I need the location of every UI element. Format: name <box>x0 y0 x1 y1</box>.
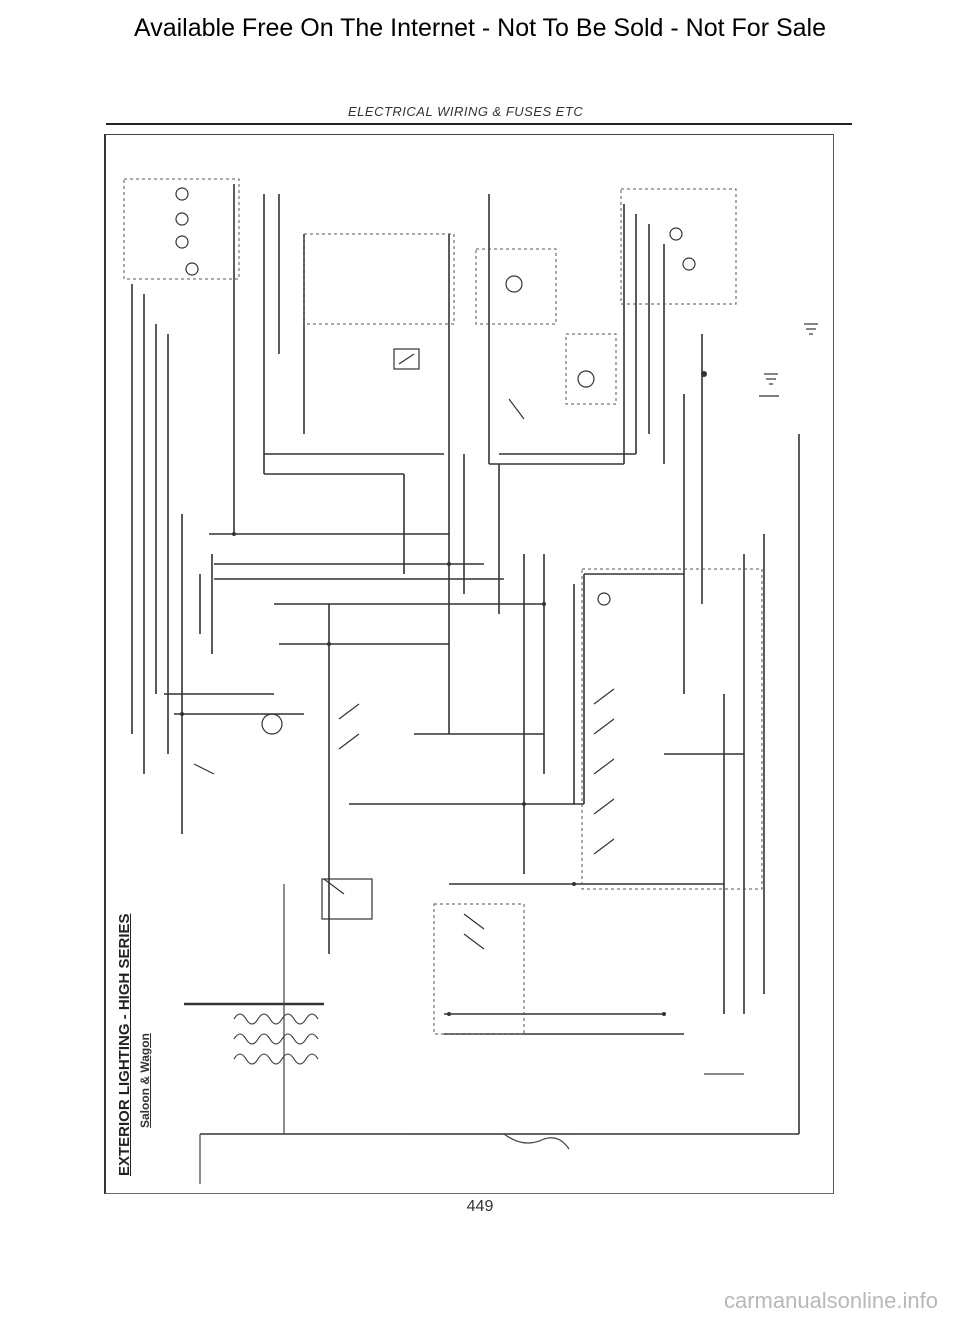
header-rule <box>106 123 852 125</box>
page-number: 449 <box>466 1198 494 1215</box>
diagram-subtitle: Saloon & Wagon <box>138 1033 152 1128</box>
wire-bundle <box>131 184 800 1134</box>
splice-dots <box>180 371 707 1016</box>
site-watermark: carmanualsonline.info <box>723 1288 938 1313</box>
lamp-symbols <box>175 187 696 735</box>
module-outlines <box>123 178 763 1035</box>
wiring-schematic <box>123 178 818 1184</box>
switch-symbols <box>193 348 615 950</box>
top-banner: Available Free On The Internet - Not To … <box>133 14 827 42</box>
diagram-title: EXTERIOR LIGHTING - HIGH SERIES <box>116 913 133 1176</box>
diagram-frame <box>104 134 834 1194</box>
bottom-wiring <box>199 884 744 1184</box>
ground-symbols <box>759 323 818 397</box>
coil-symbols <box>184 1002 324 1065</box>
wire-runs <box>164 453 799 1135</box>
page-header-title: ELECTRICAL WIRING & FUSES ETC <box>348 104 584 119</box>
